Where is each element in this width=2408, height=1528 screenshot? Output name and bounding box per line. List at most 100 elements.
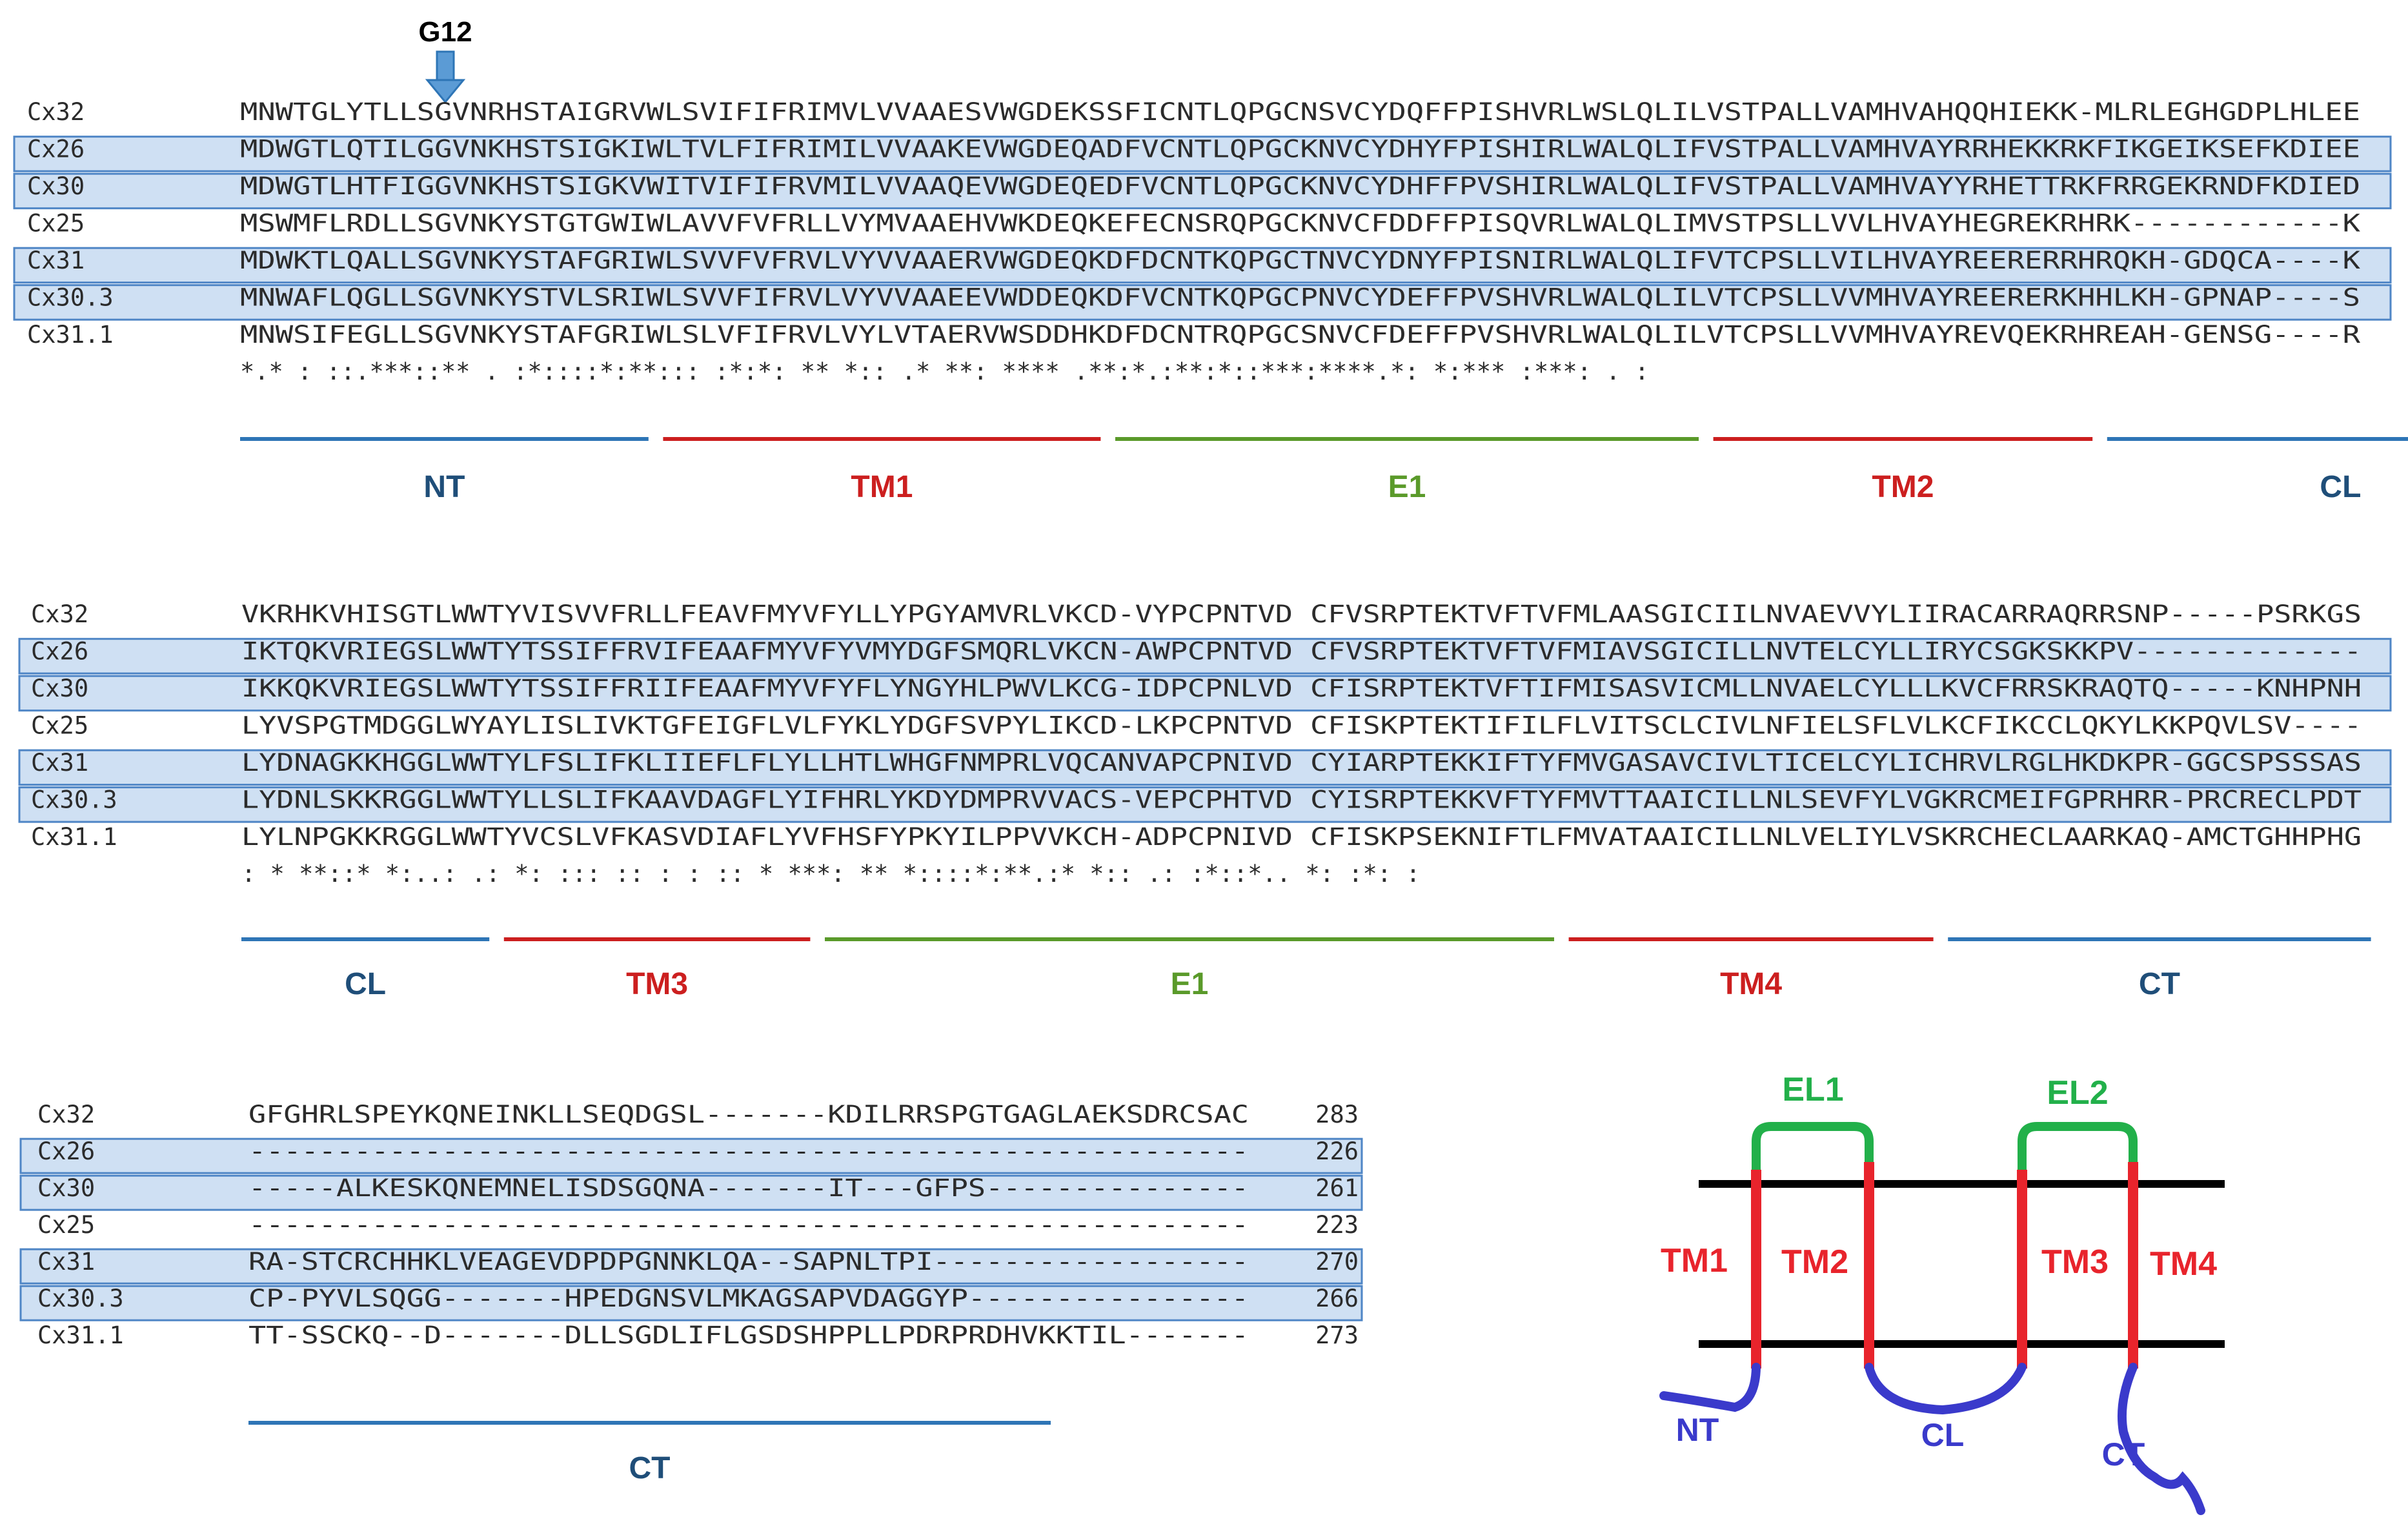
sequence-row: Cx31.1 MNWSIFEGLLSGVNKYSTAFGRIWLSLVFIFRVL…	[27, 321, 2361, 349]
row-highlight-box	[19, 1174, 1363, 1211]
alignment-block-3: Cx32 GFGHRLSPEYKQNEINKLLSEQDGSL-------KDI…	[19, 1101, 1363, 1485]
protein-name: Cx31.1	[27, 321, 114, 349]
residue-count: 223	[1315, 1211, 1359, 1239]
protein-name: Cx26	[37, 1137, 95, 1165]
el1-loop	[1752, 1122, 1874, 1175]
sequence-text: LYDNAGKKHGGLWWTYLFSLIFKLIIEFLFLYLLHTLWHG…	[241, 749, 2362, 777]
row-highlight-box	[13, 247, 2392, 284]
row-highlight-box	[18, 675, 2392, 712]
g12-label: G12	[418, 16, 472, 48]
consensus-line: *.* : ::.***::** . :*::::*:**::: :*:*: *…	[240, 358, 1649, 385]
row-highlight-box	[18, 749, 2392, 786]
protein-name: Cx32	[31, 600, 88, 628]
ct-tail	[2117, 1363, 2205, 1515]
row-highlight-box	[18, 638, 2392, 675]
sequence-text: IKTQKVRIEGSLWWTYTSSIFFRVIFEAAFMYVFYVMYDG…	[241, 638, 2362, 666]
domain-label-e1: E1	[1171, 967, 1209, 1001]
domain-label-ct: CT	[2139, 967, 2180, 1001]
el1-label: EL1	[1782, 1071, 1843, 1108]
cl-loop	[1865, 1363, 2027, 1415]
row-highlight-box	[19, 1137, 1363, 1174]
sequence-row: Cx26 MDWGTLQTILGGVNKHSTSIGKIWLTVLFIFRIMIL…	[27, 136, 2360, 163]
sequence-text: MDWKTLQALLSGVNKYSTAFGRIWLSVVFVFRVLVYVVAA…	[240, 247, 2361, 274]
residue-count: 261	[1315, 1174, 1359, 1202]
protein-name: Cx32	[27, 98, 85, 126]
sequence-text: ----------------------------------------…	[248, 1137, 1249, 1165]
protein-name: Cx31.1	[37, 1321, 124, 1349]
sequence-text: RA-STCRCHHKLVEAGEVDPDPGNNKLQA--SAPNLTPI-…	[248, 1248, 1249, 1276]
domain-label-tm4: TM4	[1720, 967, 1782, 1001]
protein-name: Cx30	[27, 172, 85, 200]
consensus-line: : * **::* *:..: .: *: ::: :: : : :: * **…	[241, 860, 1421, 888]
sequence-text: MNWTGLYTLLSGVNRHSTAIGRVWLSVIFIFRIMVLVVAA…	[240, 98, 2360, 126]
domain-label-tm3: TM3	[626, 967, 688, 1001]
row-highlight-box	[13, 284, 2392, 321]
alignment-block-2: Cx32 VKRHKVHISGTLWWTYVISVVFRLLFEAVFMYVFYL…	[18, 600, 2392, 1001]
residue-count: 226	[1315, 1137, 1359, 1165]
sequence-text: MDWGTLQTILGGVNKHSTSIGKIWLTVLFIFRIMILVVAA…	[240, 136, 2360, 163]
sequence-text: LYVSPGTMDGGLWYAYLISLIVKTGFEIGFLVLFYKLYDG…	[241, 712, 2362, 740]
protein-name: Cx25	[27, 210, 85, 238]
protein-name: Cx25	[37, 1211, 95, 1239]
domain-label-ct: CT	[629, 1451, 671, 1485]
sequence-row: Cx25 ------------------------------------…	[37, 1211, 1359, 1239]
row-highlight-box	[13, 136, 2392, 172]
sequence-row: Cx30 -----ALKESKQNEMNELISDSGQNA-------IT-…	[37, 1174, 1359, 1202]
ct-topology-label: CT	[2102, 1436, 2145, 1472]
sequence-row: Cx30.3 MNWAFLQGLLSGVNKYSTVLSRIWLSVVFIFRVL…	[27, 284, 2360, 312]
sequence-text: MNWSIFEGLLSGVNKYSTAFGRIWLSLVFIFRVLVYLVTA…	[240, 321, 2361, 349]
protein-name: Cx30.3	[31, 786, 117, 814]
protein-name: Cx31.1	[31, 823, 117, 851]
residue-count: 266	[1315, 1285, 1359, 1312]
sequence-row: Cx32 MNWTGLYTLLSGVNRHSTAIGRVWLSVIFIFRIMVL…	[27, 98, 2360, 126]
protein-name: Cx30.3	[37, 1285, 124, 1312]
sequence-text: IKKQKVRIEGSLWWTYTSSIFFRIIFEAAFMYVFYFLYNG…	[241, 675, 2362, 702]
sequence-text: CP-PYVLSQGG-------HPEDGNSVLMKAGSAPVDAGGY…	[248, 1285, 1249, 1312]
sequence-row: Cx31.1 TT-SSCKQ--D-------DLLSGDLIFLGSDSHP…	[37, 1321, 1359, 1349]
row-highlight-box	[18, 786, 2392, 823]
sequence-row: Cx31 LYDNAGKKHGGLWWTYLFSLIFKLIIEFLFLYLLHT…	[31, 749, 2362, 777]
protein-name: Cx30.3	[27, 284, 114, 312]
sequence-text: -----ALKESKQNEMNELISDSGQNA-------IT---GF…	[248, 1174, 1249, 1202]
domain-label-tm2: TM2	[1872, 470, 1934, 504]
sequence-text: MNWAFLQGLLSGVNKYSTVLSRIWLSVVFIFRVLVYVVAA…	[240, 284, 2360, 312]
protein-name: Cx32	[37, 1101, 95, 1128]
sequence-text: MDWGTLHTFIGGVNKHSTSIGKVWITVIFIFRVMILVVAA…	[240, 172, 2360, 200]
protein-name: Cx26	[27, 136, 85, 163]
sequence-text: TT-SSCKQ--D-------DLLSGDLIFLGSDSHPPLLPDR…	[248, 1321, 1249, 1349]
domain-label-e1: E1	[1388, 470, 1426, 504]
domain-label-nt: NT	[423, 470, 465, 504]
sequence-text: LYLNPGKKRGGLWWTYVCSLVFKASVDIAFLYVFHSFYPK…	[241, 823, 2362, 851]
topology-diagram: EL1 EL2 TM1 TM2 TM3 TM4 NT CL CT	[1659, 1071, 2225, 1515]
sequence-row: Cx26 ------------------------------------…	[37, 1137, 1359, 1165]
sequence-text: VKRHKVHISGTLWWTYVISVVFRLLFEAVFMYVFYLLYPG…	[241, 600, 2362, 628]
residue-count: 270	[1315, 1248, 1359, 1276]
arrow-down-icon	[425, 50, 466, 104]
protein-name: Cx30	[37, 1174, 95, 1202]
sequence-text: ----------------------------------------…	[248, 1211, 1249, 1239]
tm2-label: TM2	[1781, 1243, 1848, 1281]
residue-count: 283	[1315, 1101, 1359, 1128]
g12-marker: G12	[418, 16, 472, 104]
sequence-text: GFGHRLSPEYKQNEINKLLSEQDGSL-------KDILRRS…	[248, 1101, 1249, 1128]
row-highlight-box	[19, 1248, 1363, 1285]
protein-name: Cx31	[31, 749, 88, 777]
sequence-text: MSWMFLRDLLSGVNKYSTGTGWIWLAVVFVFRLLVYMVAA…	[240, 210, 2361, 238]
row-highlight-box	[19, 1285, 1363, 1321]
tm4-label: TM4	[2150, 1245, 2217, 1283]
nt-topology-label: NT	[1676, 1412, 1719, 1448]
cl-topology-label: CL	[1921, 1417, 1965, 1453]
tm1-label: TM1	[1661, 1242, 1728, 1279]
el2-loop	[2018, 1122, 2138, 1175]
protein-name: Cx25	[31, 712, 88, 740]
row-highlight-box	[13, 172, 2392, 210]
domain-label-cl: CL	[345, 967, 386, 1001]
domain-label-tm1: TM1	[851, 470, 913, 504]
sequence-row: Cx32 GFGHRLSPEYKQNEINKLLSEQDGSL-------KDI…	[37, 1101, 1359, 1128]
sequence-row: Cx25 LYVSPGTMDGGLWYAYLISLIVKTGFEIGFLVLFYK…	[31, 712, 2362, 740]
